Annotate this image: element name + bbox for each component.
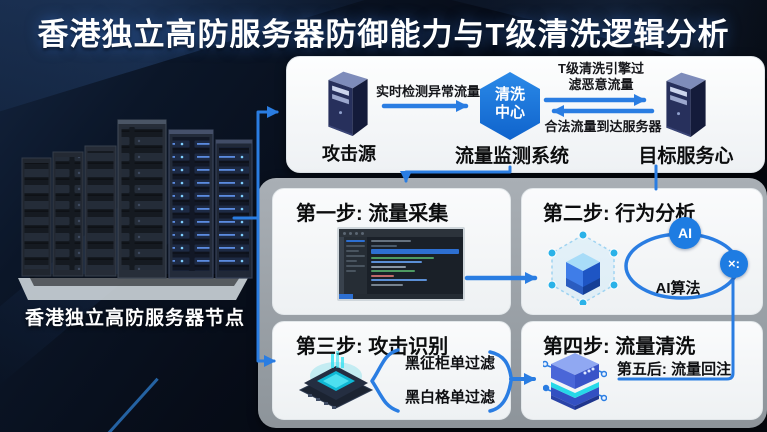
editor-sidebar [344, 237, 367, 294]
editor-titlebar [339, 229, 463, 237]
attack-source-label: 攻击源 [322, 144, 376, 164]
multiply-badge: ×: [720, 250, 748, 278]
editor-statusbar [339, 294, 463, 299]
engine-text-line2: 滤恶意流量 [568, 77, 634, 92]
filter-label-1: 黑征柜单过滤 [404, 355, 495, 372]
code-editor-screenshot [337, 227, 465, 301]
ai-caption: AI算法 [655, 280, 701, 297]
filter-label-2: 黑白格单过滤 [404, 389, 495, 406]
server-rack-illustration [18, 119, 253, 300]
page-title: 香港独立高防服务器防御能力与T级清洗逻辑分析 [37, 17, 730, 52]
target-server-label: 目标服务心 [638, 146, 734, 167]
legit-text: 合法流量到达服务器 [544, 119, 662, 134]
rack-caption: 香港独立高防服务器节点 [24, 308, 245, 329]
engine-text-line1: T级清洗引擎过 [558, 61, 644, 76]
cleaning-center-line2: 中心 [494, 104, 525, 121]
editor-code-area [367, 237, 463, 294]
cleaning-center-hexagon [480, 72, 540, 140]
ai-badge: AI [669, 217, 701, 249]
attack-source-icon [320, 63, 376, 138]
reinjection-note: 第五后: 流量回注 [616, 361, 732, 378]
chip-icon [298, 351, 374, 409]
target-server-icon [658, 64, 714, 139]
editor-activity-bar [339, 237, 344, 294]
database-stack-icon [543, 353, 607, 410]
background-diagonal-line [9, 377, 159, 432]
step2-title: 第二步: 行为分析 [543, 203, 696, 225]
cube-in-hexagon-icon [548, 231, 618, 305]
step3-title: 第三步: 攻击识别 [296, 336, 449, 358]
cleaning-center-line1: 清洗 [494, 86, 525, 103]
monitor-label: 流量监测系统 [454, 146, 569, 167]
step1-title: 第一步: 流量采集 [296, 203, 449, 225]
detect-text: 实时检测异常流量 [375, 84, 480, 99]
cleaning-center-text: 清洗 中心 [478, 86, 542, 122]
